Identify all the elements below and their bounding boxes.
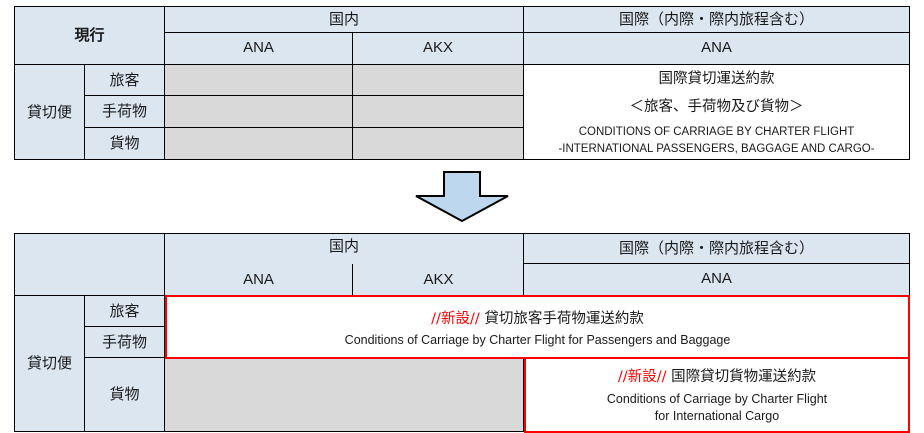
current-group-header-international: 国際（内際・際内旅程含む） [524, 6, 910, 33]
highlight-passenger-baggage-jp-line: //新設// 貸切旅客手荷物運送約款 [431, 307, 644, 328]
highlight-cargo: //新設// 国際貸切貨物運送約款 Conditions of Carriage… [524, 357, 910, 433]
current-intl-en-block: CONDITIONS OF CARRIAGE BY CHARTER FLIGHT… [558, 124, 874, 157]
new-row-group-label: 貸切便 [14, 296, 85, 432]
new-group-header-international: 国際（内際・際内旅程含む） [524, 233, 910, 264]
current-carrier-domestic-ana: ANA [165, 33, 353, 65]
highlight-cargo-jp-title: 国際貸切貨物運送約款 [671, 369, 817, 386]
current-row-label-baggage: 手荷物 [85, 96, 165, 128]
current-cell-domestic-ana-baggage [165, 96, 353, 128]
new-carrier-international-ana: ANA [524, 264, 910, 296]
current-corner-label: 現行 [14, 6, 165, 65]
new-corner-label [14, 233, 165, 296]
current-cell-domestic-ana-passenger [165, 65, 353, 96]
current-intl-en-line1: CONDITIONS OF CARRIAGE BY CHARTER FLIGHT [578, 126, 855, 139]
new-marker-cargo: //新設// [617, 369, 667, 386]
current-cell-domestic-akx-baggage [353, 96, 524, 128]
current-intl-jp-subtitle: ＜旅客、手荷物及び貨物＞ [629, 99, 804, 116]
current-carrier-domestic-akx: AKX [353, 33, 524, 65]
current-cell-domestic-akx-passenger [353, 65, 524, 96]
current-row-label-cargo: 貨物 [85, 128, 165, 160]
current-row-group-label: 貸切便 [14, 65, 85, 160]
highlight-passenger-baggage: //新設// 貸切旅客手荷物運送約款 Conditions of Carriag… [165, 295, 910, 359]
highlight-cargo-en-line2: for International Cargo [654, 409, 780, 423]
current-intl-jp-title: 国際貸切運送約款 [658, 71, 775, 88]
highlight-cargo-jp-line: //新設// 国際貸切貨物運送約款 [618, 365, 816, 386]
highlight-passenger-baggage-jp-title: 貸切旅客手荷物運送約款 [484, 311, 644, 327]
current-cell-international-merged: 国際貸切運送約款 ＜旅客、手荷物及び貨物＞ CONDITIONS OF CARR… [524, 65, 910, 160]
down-arrow-icon [398, 170, 526, 224]
highlight-passenger-baggage-en-line: Conditions of Carriage by Charter Flight… [344, 333, 731, 347]
new-row-label-cargo: 貨物 [85, 358, 165, 432]
highlight-cargo-en-line1: Conditions of Carriage by Charter Flight [606, 392, 828, 407]
highlight-cargo-en-block: Conditions of Carriage by Charter Flight… [607, 391, 827, 425]
new-carrier-domestic-ana: ANA [165, 264, 353, 296]
new-row-label-passenger: 旅客 [85, 296, 165, 327]
new-carrier-domestic-akx: AKX [423, 270, 454, 288]
current-cell-domestic-ana-cargo [165, 128, 353, 160]
current-intl-en-line2: -INTERNATIONAL PASSENGERS, BAGGAGE AND C… [558, 142, 875, 155]
new-row-label-baggage: 手荷物 [85, 327, 165, 358]
current-group-header-domestic: 国内 [165, 6, 524, 33]
new-marker-passenger-baggage: //新設// [431, 311, 480, 327]
current-cell-domestic-akx-cargo [353, 128, 524, 160]
current-carrier-international-ana: ANA [524, 33, 910, 65]
new-cell-domestic-cargo [165, 358, 524, 432]
current-row-label-passenger: 旅客 [85, 65, 165, 96]
